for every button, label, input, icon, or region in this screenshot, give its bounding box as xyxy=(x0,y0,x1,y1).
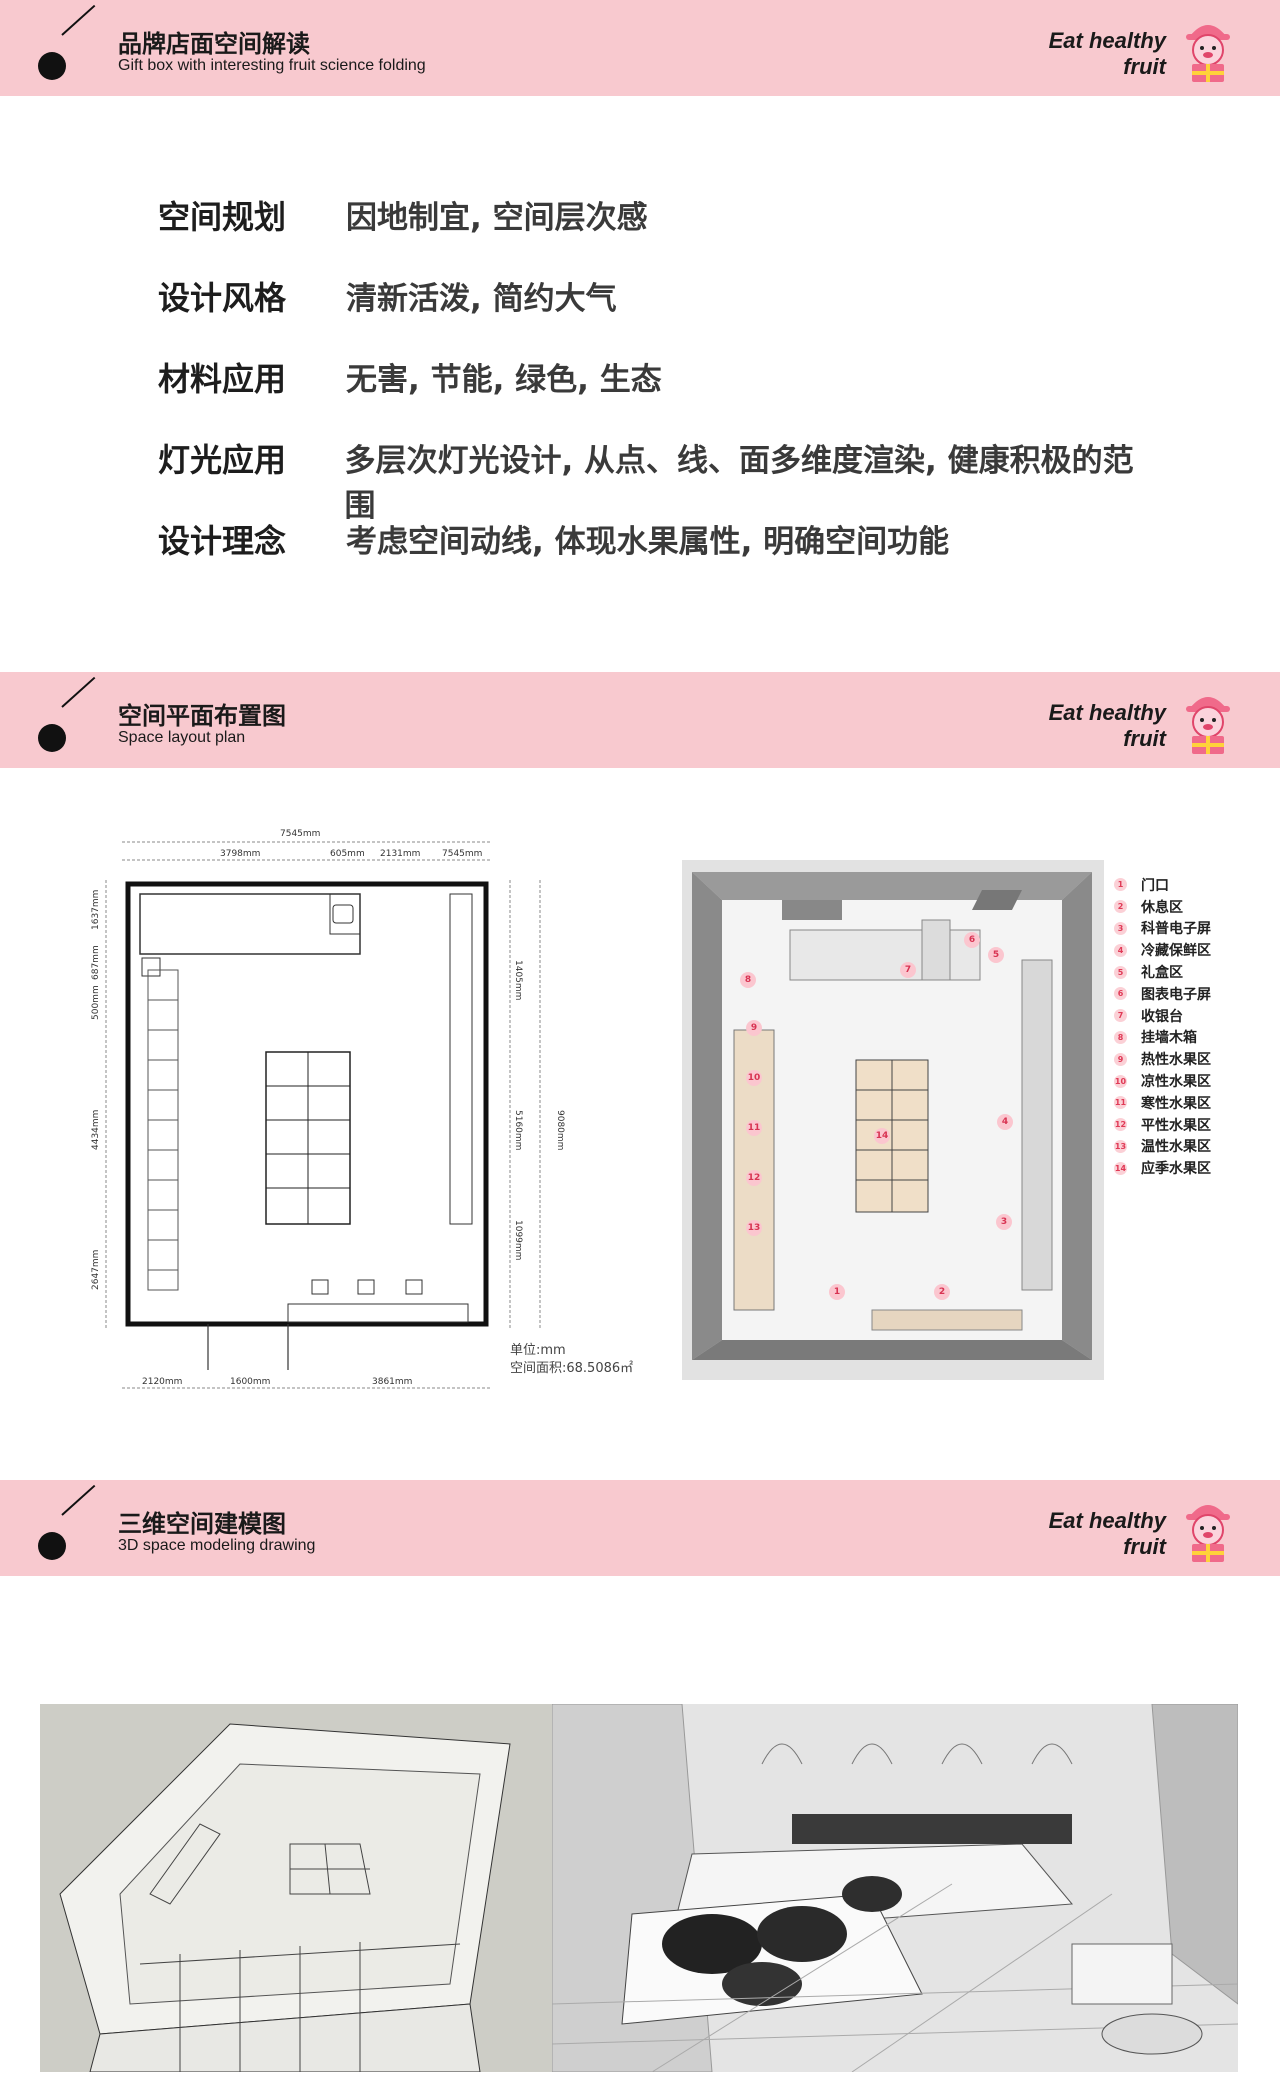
dim-bottom-c: 3861mm xyxy=(372,1377,412,1387)
spec-label: 设计风格 xyxy=(158,279,287,317)
3d-wireframe-model xyxy=(40,1704,552,2072)
floor-plan-drawing: 7545mm 3798mm 605mm 2131mm 7545mm 2120mm… xyxy=(91,829,565,1389)
spec-value: 考虑空间动线, 体现水果属性, 明确空间功能 xyxy=(346,524,950,560)
dim-top-a: 3798mm xyxy=(220,849,260,859)
fruit-mascot-icon xyxy=(1186,1505,1230,1562)
zone-marker: 4 xyxy=(997,1114,1013,1130)
section-title-cn: 品牌店面空间解读 xyxy=(118,30,310,58)
spec-label: 空间规划 xyxy=(158,198,287,236)
zone-marker: 12 xyxy=(746,1170,762,1186)
bullet-dot-icon xyxy=(38,1532,66,1560)
dim-left-b: 687mm xyxy=(91,945,101,980)
dim-left-e: 2647mm xyxy=(91,1250,101,1290)
zone-marker: 14 xyxy=(874,1128,890,1144)
section-header-layout: 空间平面布置图 Space layout plan Eat healthy fr… xyxy=(0,672,1280,768)
slash-line-icon xyxy=(61,4,96,36)
bullet-dot-icon xyxy=(38,724,66,752)
spec-label: 灯光应用 xyxy=(158,441,287,479)
dim-right-b: 5160mm xyxy=(513,1110,523,1150)
dim-left-c: 500mm xyxy=(91,985,101,1020)
dim-right-a: 1405mm xyxy=(513,960,523,1000)
spec-value: 多层次灯光设计, 从点、线、面多维度渲染, 健康积极的范围 xyxy=(344,443,1134,524)
fruit-mascot-icon xyxy=(1186,25,1230,82)
dim-top-total: 7545mm xyxy=(280,829,320,839)
zone-marker: 3 xyxy=(996,1214,1012,1230)
brand-slogan: Eat healthy fruit xyxy=(1048,28,1166,79)
dim-top-d: 7545mm xyxy=(442,849,482,859)
spec-row-style: 设计风格 清新活泼, 简约大气 xyxy=(158,273,1158,354)
spec-value: 清新活泼, 简约大气 xyxy=(346,281,617,317)
section-header-brand: 品牌店面空间解读 Gift box with interesting fruit… xyxy=(0,0,1280,96)
dim-bottom-a: 2120mm xyxy=(142,1377,182,1387)
spec-row-materials: 材料应用 无害, 节能, 绿色, 生态 xyxy=(158,354,1158,435)
zone-marker: 7 xyxy=(900,962,916,978)
unit-label: 单位:mm xyxy=(510,1343,566,1358)
section-header-3d: 三维空间建模图 3D space modeling drawing Eat he… xyxy=(0,1480,1280,1576)
zone-marker: 6 xyxy=(964,932,980,948)
zone-marker: 10 xyxy=(746,1070,762,1086)
bullet-dot-icon xyxy=(38,52,66,80)
section-title-cn: 空间平面布置图 xyxy=(118,702,286,730)
zone-marker: 1 xyxy=(829,1284,845,1300)
zone-marker: 2 xyxy=(934,1284,950,1300)
spec-value: 因地制宜, 空间层次感 xyxy=(346,200,648,236)
zone-marker: 5 xyxy=(988,947,1004,963)
dim-top-b: 605mm xyxy=(330,849,365,859)
dim-bottom-b: 1600mm xyxy=(230,1377,270,1387)
brand-slogan: Eat healthy fruit xyxy=(1048,1508,1166,1559)
zone-marker: 13 xyxy=(746,1220,762,1236)
section-title-en: Gift box with interesting fruit science … xyxy=(118,57,426,74)
zone-marker: 11 xyxy=(746,1120,762,1136)
dim-left-a: 1637mm xyxy=(91,890,101,930)
slash-line-icon xyxy=(61,676,96,708)
dim-right-c: 1099mm xyxy=(513,1220,523,1260)
dim-left-d: 4434mm xyxy=(91,1110,101,1150)
spec-row-concept: 设计理念 考虑空间动线, 体现水果属性, 明确空间功能 xyxy=(158,516,1158,597)
area-label: 空间面积:68.5086㎡ xyxy=(510,1361,634,1376)
spec-row-lighting: 灯光应用 多层次灯光设计, 从点、线、面多维度渲染, 健康积极的范围 xyxy=(158,435,1158,524)
section-title-en: 3D space modeling drawing xyxy=(118,1537,316,1554)
spec-label: 设计理念 xyxy=(158,522,287,560)
spec-label: 材料应用 xyxy=(158,360,287,398)
brand-slogan: Eat healthy fruit xyxy=(1048,700,1166,751)
plan-units: 单位:mm 空间面积:68.5086㎡ xyxy=(510,1342,633,1378)
spec-value: 无害, 节能, 绿色, 生态 xyxy=(346,362,662,398)
zone-marker: 8 xyxy=(740,972,756,988)
fruit-mascot-icon xyxy=(1186,697,1230,754)
design-spec-list: 空间规划 因地制宜, 空间层次感 设计风格 清新活泼, 简约大气 材料应用 无害… xyxy=(158,192,1158,597)
dim-top-c: 2131mm xyxy=(380,849,420,859)
section-title-cn: 三维空间建模图 xyxy=(118,1510,286,1538)
3d-interior-render xyxy=(552,1704,1238,2072)
dim-right-total: 9080mm xyxy=(555,1110,565,1150)
spec-row-planning: 空间规划 因地制宜, 空间层次感 xyxy=(158,192,1158,273)
section-title-en: Space layout plan xyxy=(118,729,246,746)
slash-line-icon xyxy=(61,1484,96,1516)
zone-marker: 9 xyxy=(746,1020,762,1036)
